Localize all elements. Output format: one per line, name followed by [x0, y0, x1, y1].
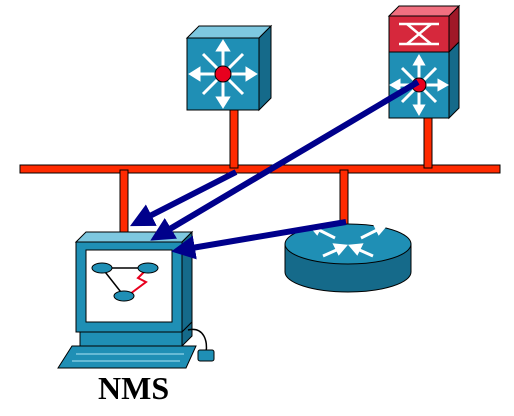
layer3-switch-module-icon [387, 4, 461, 120]
nms-label: NMS [98, 370, 170, 406]
drop-left-switch [229, 107, 239, 169]
mouse-icon [197, 349, 215, 362]
lan-bus [19, 107, 501, 233]
arrow-layer [129, 79, 420, 260]
router-icon [284, 223, 412, 293]
screen [85, 249, 173, 323]
layer3-switch-icon [185, 24, 273, 112]
workstation-icon [57, 230, 215, 369]
arrow-multilayer-switch-right-to-nms [150, 79, 420, 241]
arrow-multilayer-switch-left-to-nms [129, 169, 238, 227]
drop-nms [119, 169, 129, 233]
topology-thumbnail-icon [91, 262, 159, 302]
arrow-router-to-nms [171, 219, 347, 260]
